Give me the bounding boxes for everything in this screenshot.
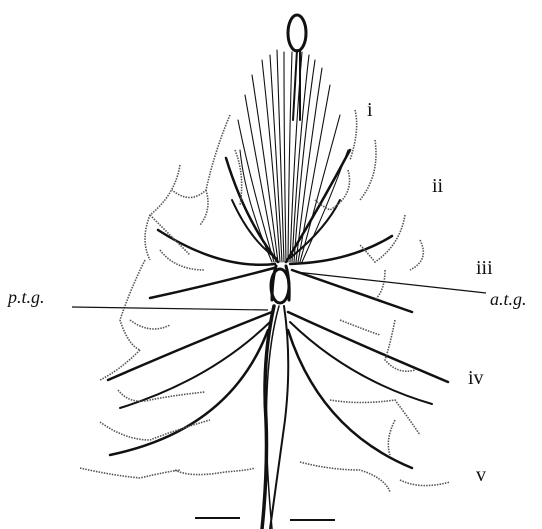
- anterior-ganglion-label: a.t.g.: [490, 290, 527, 308]
- connective-left: [272, 266, 276, 300]
- nerve-iii-right-b: [292, 270, 412, 312]
- nerve-v-right: [288, 330, 412, 468]
- nerve-iii-left: [158, 230, 275, 265]
- bottom-bars: [195, 518, 335, 520]
- nerve-iii-right: [290, 236, 392, 264]
- fine-fibres: [238, 50, 348, 262]
- nerve-system: [108, 15, 448, 529]
- ptg-leader: [72, 307, 268, 310]
- nerve-v-left: [110, 330, 268, 455]
- head-ganglion-loop: [288, 15, 306, 51]
- posterior-ganglion-label: p.t.g.: [8, 288, 45, 306]
- ventral-cord-b: [270, 306, 288, 529]
- segment-label-iv: iv: [468, 368, 484, 388]
- segment-label-i: i: [367, 100, 373, 120]
- segment-label-ii: ii: [432, 176, 443, 196]
- nerve-iv-right-b: [290, 322, 432, 404]
- segment-label-iii: iii: [476, 258, 493, 278]
- nerve-iii-left-b: [150, 268, 274, 298]
- nerve-iv-right: [288, 312, 448, 382]
- segment-label-v: v: [476, 465, 486, 485]
